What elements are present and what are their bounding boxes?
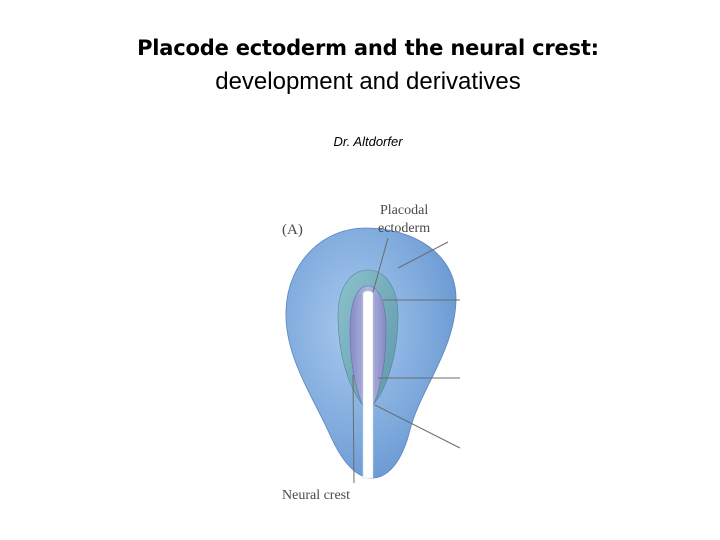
embryo-diagram: (A) Placodal ectoderm Neural crest: [282, 203, 461, 503]
panel-label: (A): [282, 222, 303, 238]
embryo-figure: (A) Placodal ectoderm Neural crest: [270, 190, 470, 510]
neural-crest-label: Neural crest: [282, 488, 350, 503]
leader-line-groove: [374, 404, 461, 449]
placodal-label-line2: ectoderm: [378, 221, 430, 236]
leader-lines: [352, 237, 461, 484]
leader-line-ectoderm: [397, 241, 449, 269]
leader-line-placodal-label: [372, 237, 389, 293]
slide-subtitle: development and derivatives: [215, 68, 521, 95]
placodal-label-line1: Placodal: [380, 203, 428, 218]
slide-title: Placode ectoderm and the neural crest:: [137, 36, 599, 60]
author-name: Dr. Altdorfer: [333, 134, 403, 149]
leader-line-neural-crest: [352, 374, 355, 484]
neural-groove-shape: [362, 290, 374, 479]
